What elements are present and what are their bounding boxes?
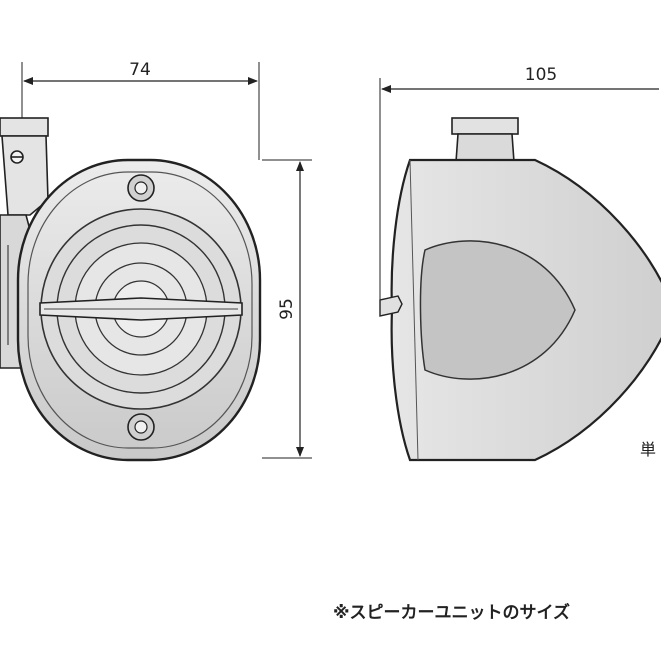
dimension-front-height: 95 [262,159,312,459]
front-view [0,117,262,462]
dimension-side-depth: 105 [379,65,659,300]
grille-guard-bar [39,297,243,321]
dimension-label-95: 95 [277,298,297,320]
unit-label: 単 [640,440,657,459]
dimension-label-74: 74 [129,60,151,80]
dimension-front-width: 74 [21,60,260,160]
side-mount-cap [451,117,519,163]
screw-bottom [127,413,155,441]
side-view [379,117,661,462]
speaker-body-side [379,158,661,462]
dimension-label-105: 105 [525,65,557,85]
footnote: ※スピーカーユニットのサイズ [333,603,571,623]
screw-top [127,174,155,202]
